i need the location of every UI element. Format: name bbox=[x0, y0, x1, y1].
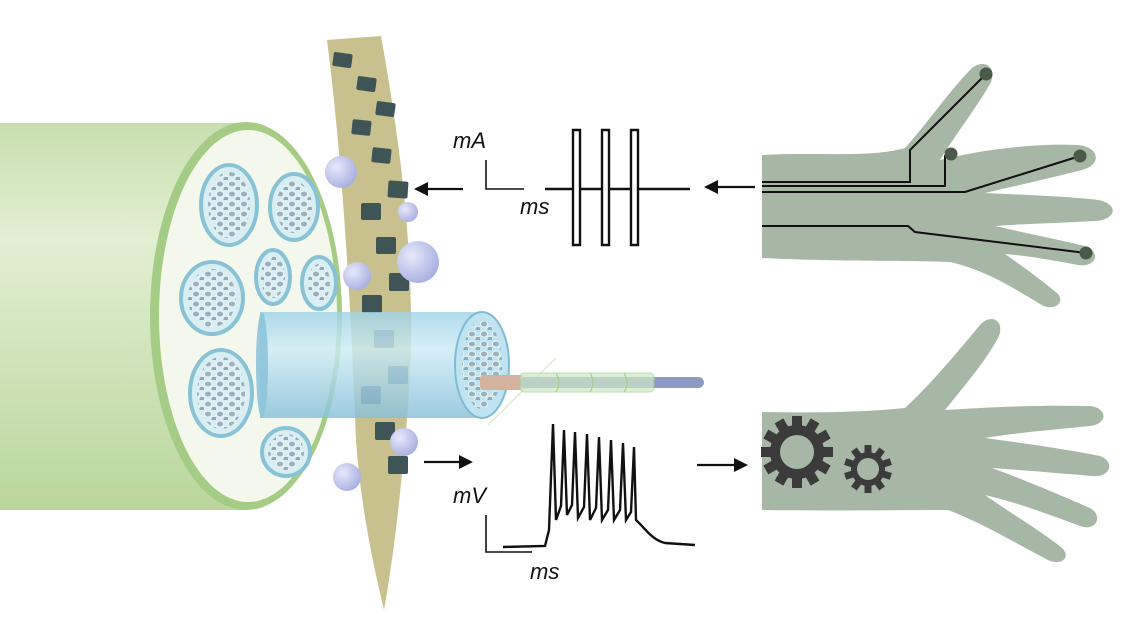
sensor-wire bbox=[762, 225, 1087, 254]
sleeve-tube bbox=[260, 312, 480, 418]
fascicle bbox=[188, 269, 236, 327]
arrow-left-icon bbox=[414, 182, 463, 196]
neural-response-trace: mV ms bbox=[453, 423, 696, 584]
vesicle bbox=[397, 241, 439, 283]
lead-wire-coil-rings bbox=[555, 372, 628, 393]
vesicle bbox=[343, 262, 371, 290]
lead-wire-base bbox=[480, 375, 524, 390]
arrow-left-icon bbox=[704, 180, 755, 194]
sleeve-fascicle bbox=[462, 321, 502, 409]
gear-small-icon bbox=[844, 445, 892, 493]
response-y-unit: mV bbox=[453, 483, 488, 508]
fascicle bbox=[197, 357, 245, 429]
stimulation-axis bbox=[485, 160, 524, 190]
sensor-dot-icon bbox=[979, 67, 993, 81]
electrode-contact bbox=[388, 456, 408, 474]
arrow-right-icon bbox=[697, 458, 748, 472]
sensor-dot-icon bbox=[1073, 149, 1087, 163]
sensor-hand bbox=[762, 63, 1113, 308]
sensor-dot-icon bbox=[944, 147, 958, 161]
sleeve-electrode bbox=[256, 311, 704, 426]
vesicles bbox=[325, 156, 439, 491]
hand-silhouette bbox=[762, 319, 1110, 563]
lead-wire-coil bbox=[519, 372, 655, 393]
electrode-contact bbox=[375, 101, 396, 118]
response-axis bbox=[485, 515, 532, 553]
vesicle bbox=[333, 463, 361, 491]
stimulation-waveform: mA ms bbox=[453, 128, 690, 247]
fascicle bbox=[268, 434, 304, 470]
response-x-unit: ms bbox=[530, 559, 559, 584]
sensor-wire bbox=[762, 73, 987, 183]
stimulation-y-unit: mA bbox=[453, 128, 486, 153]
fascicle bbox=[276, 181, 312, 233]
electrode-contact bbox=[362, 295, 382, 313]
spike-train bbox=[502, 423, 696, 549]
electrode-contact bbox=[375, 422, 395, 440]
motor-hand bbox=[761, 319, 1110, 563]
electrode-contact bbox=[361, 203, 381, 220]
fascicle bbox=[261, 256, 285, 298]
stimulation-x-unit: ms bbox=[520, 194, 549, 219]
fascicle bbox=[208, 172, 250, 238]
fascicle bbox=[308, 264, 330, 302]
arrow-right-icon bbox=[424, 455, 473, 469]
electrode-contact bbox=[351, 119, 372, 136]
electrode-contact bbox=[387, 180, 409, 199]
biphasic-pulse-train bbox=[545, 128, 690, 247]
vesicle bbox=[325, 156, 357, 188]
electrode-contact bbox=[332, 52, 353, 69]
sleeve-tube-back bbox=[256, 312, 268, 418]
electrode-contact bbox=[356, 76, 377, 93]
electrode-contact bbox=[376, 237, 396, 254]
flow-arrows bbox=[414, 180, 755, 472]
gear-large-icon bbox=[761, 416, 833, 488]
sensor-wire bbox=[762, 155, 1081, 193]
sensor-dot-icon bbox=[1079, 246, 1093, 260]
vesicle bbox=[398, 202, 418, 222]
electrode-contact bbox=[371, 147, 392, 164]
vesicle bbox=[390, 428, 418, 456]
fascicles bbox=[179, 163, 338, 478]
